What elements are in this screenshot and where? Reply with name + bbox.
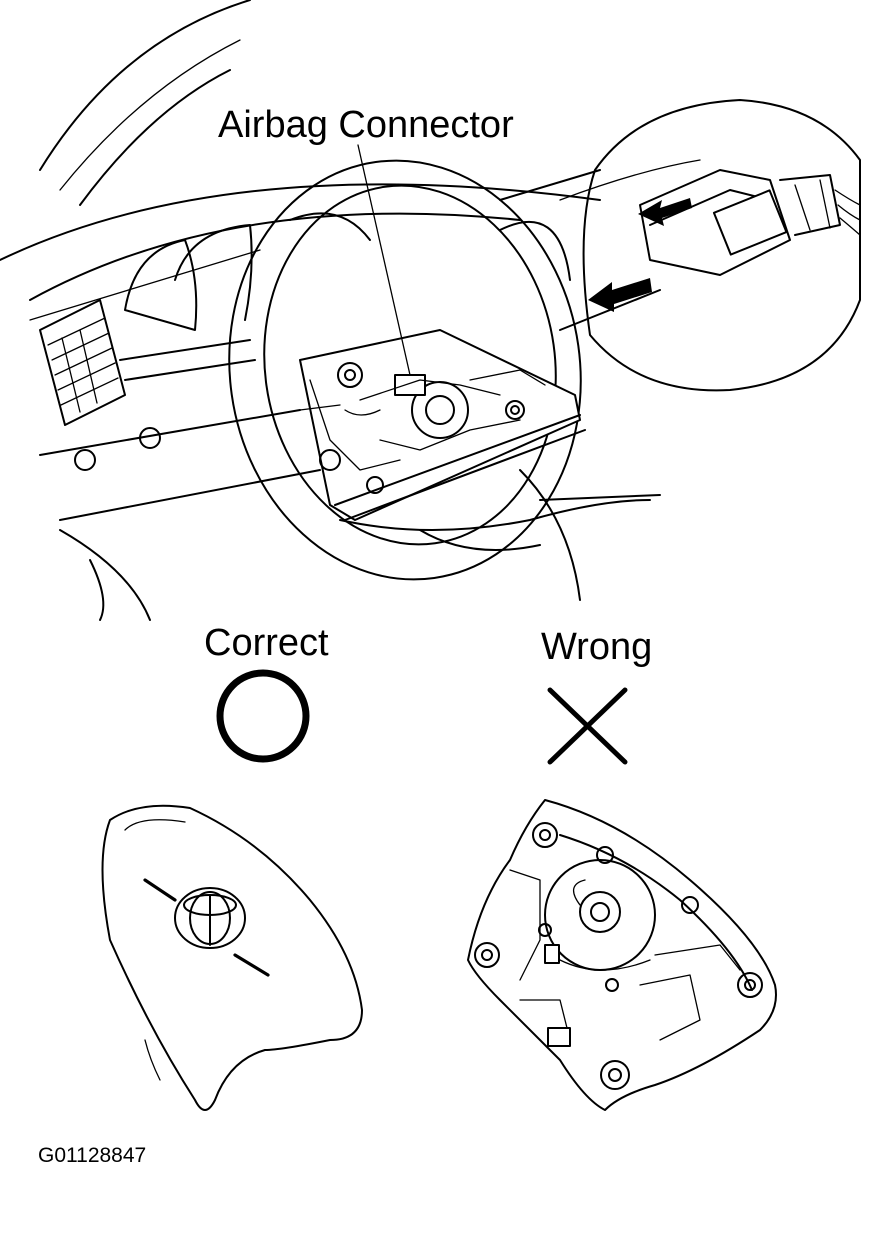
x-mark-icon: [547, 687, 628, 765]
circle-icon: [216, 669, 310, 763]
airbag-pad-face-down: [467, 799, 777, 1111]
correct-label: Correct: [204, 622, 329, 664]
dashboard-drawing: [0, 0, 661, 621]
connector-detail-callout: [559, 99, 861, 392]
airbag-connector-label: Airbag Connector: [218, 104, 514, 146]
steering-wheel-drawing: [228, 144, 651, 581]
wrong-label: Wrong: [541, 626, 653, 668]
figure-id-label: G01128847: [38, 1144, 147, 1167]
airbag-pad-face-up: [101, 804, 363, 1111]
